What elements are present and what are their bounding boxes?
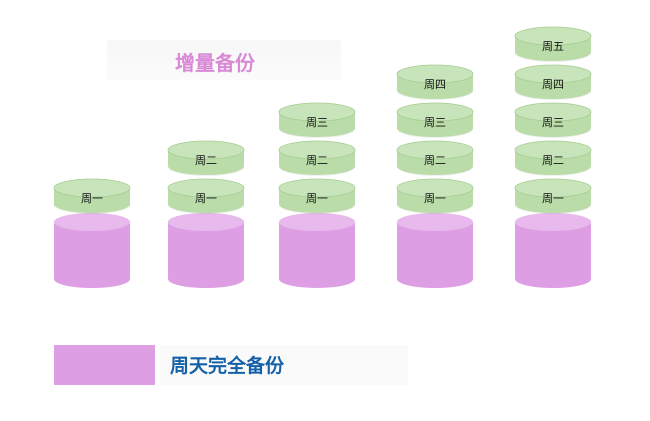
incremental-disk: 周五 [514,26,592,62]
disk-label: 周一 [542,192,564,205]
disk-label: 周五 [542,40,564,53]
incremental-disk: 周二 [396,140,474,176]
disk-label: 周二 [542,154,564,167]
full-backup-cylinder [168,213,244,288]
disk-label: 周二 [195,154,217,167]
incremental-disk: 周一 [396,178,474,214]
incremental-disk: 周三 [278,102,356,138]
disk-label: 周二 [306,154,328,167]
incremental-disk: 周一 [514,178,592,214]
full-backup-cylinder [279,213,355,288]
disk-label: 周四 [424,78,446,91]
incremental-disk: 周一 [278,178,356,214]
legend-swatch [54,345,155,385]
legend-label: 周天完全备份 [170,355,285,377]
full-backup-cylinder [515,213,591,288]
disk-label: 周一 [195,192,217,205]
disk-label: 周二 [424,154,446,167]
incremental-disk: 周三 [396,102,474,138]
backup-stack: 周一 周二 周三 周四 周五 [514,26,592,288]
incremental-disk: 周三 [514,102,592,138]
incremental-disk: 周四 [514,64,592,100]
disk-label: 周三 [542,116,564,129]
incremental-disk: 周四 [396,64,474,100]
title-background [107,40,341,80]
incremental-disk: 周二 [167,140,245,176]
disk-label: 周三 [306,116,328,129]
incremental-disk: 周一 [167,178,245,214]
incremental-disk: 周二 [514,140,592,176]
disk-label: 周四 [542,78,564,91]
backup-stack: 周一 [53,178,131,288]
diagram-title: 增量备份 [175,51,255,75]
incremental-disk: 周一 [53,178,131,214]
disk-label: 周一 [81,192,103,205]
incremental-disk: 周二 [278,140,356,176]
full-backup-cylinder [397,213,473,288]
disk-label: 周三 [424,116,446,129]
disk-label: 周一 [424,192,446,205]
legend-label-background [160,345,408,385]
full-backup-cylinder [54,213,130,288]
disk-label: 周一 [306,192,328,205]
